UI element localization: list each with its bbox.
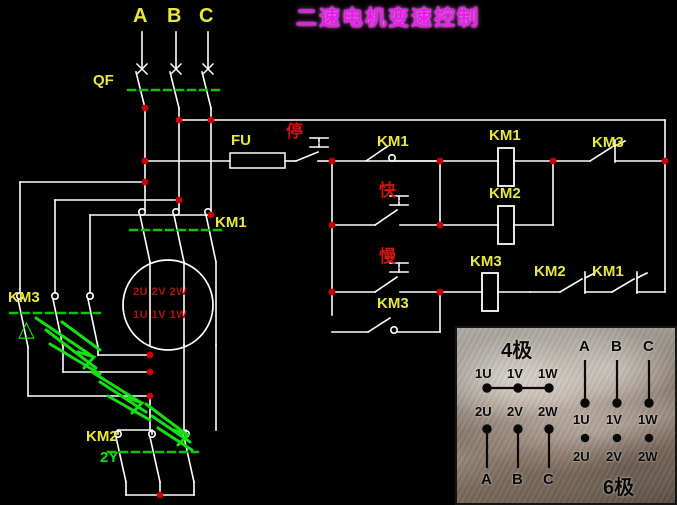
inset-left-1v: 1V bbox=[507, 366, 523, 381]
inset-left-2w: 2W bbox=[538, 404, 558, 419]
phase-label-a: A bbox=[133, 5, 148, 27]
coil-label-km3: KM3 bbox=[470, 253, 502, 270]
delta-symbol: △ bbox=[18, 316, 35, 341]
photo-highlight bbox=[457, 328, 675, 503]
phase-label-b: B bbox=[167, 5, 182, 27]
coil-label-km2: KM2 bbox=[489, 185, 521, 202]
inset-left-2u: 2U bbox=[475, 404, 492, 419]
page-title: 二速电机变速控制 bbox=[296, 7, 480, 30]
stop-button-label[interactable]: 停 bbox=[286, 122, 303, 141]
terminal-links bbox=[482, 360, 654, 468]
breaker-label-qf: QF bbox=[93, 72, 114, 89]
photo-texture bbox=[457, 328, 675, 503]
terminal-wiring-photo: 4极 6极 1U 1V 1W 2U 2V 2W A B C A B C 1U 1… bbox=[455, 326, 677, 505]
fuse-label-fu: FU bbox=[231, 132, 251, 149]
inset-left-1u: 1U bbox=[475, 366, 492, 381]
inset-right-1v: 1V bbox=[606, 412, 622, 427]
phase-label-c: C bbox=[199, 5, 214, 27]
inset-left-2v: 2V bbox=[507, 404, 523, 419]
junction-nodes bbox=[141, 104, 669, 499]
motor-terminals-bottom: 1U 1V 1W bbox=[133, 309, 188, 321]
annotation-arrows bbox=[34, 316, 194, 452]
inset-left-1w: 1W bbox=[538, 366, 558, 381]
contactor-label-km1-power: KM1 bbox=[215, 214, 247, 231]
nc-contact-label-km3: KM3 bbox=[592, 134, 624, 151]
inset-right-supply-c: C bbox=[643, 338, 654, 355]
coil-label-km1: KM1 bbox=[489, 127, 521, 144]
inset-right-2w: 2W bbox=[638, 449, 658, 464]
nc-contact-label-km2: KM2 bbox=[534, 263, 566, 280]
contactor-label-km2-power: KM2 bbox=[86, 428, 118, 445]
inset-left-supply-b: B bbox=[512, 471, 523, 488]
inset-left-supply-a: A bbox=[481, 471, 492, 488]
inset-right-1u: 1U bbox=[573, 412, 590, 427]
inset-right-supply-b: B bbox=[611, 338, 622, 355]
inset-right-2u: 2U bbox=[573, 449, 590, 464]
inset-right-supply-a: A bbox=[579, 338, 590, 355]
fast-button-label[interactable]: 快 bbox=[379, 181, 396, 200]
contact-label-km1-seal: KM1 bbox=[377, 133, 409, 150]
contactor-label-km3-power: KM3 bbox=[8, 289, 40, 306]
inset-right-2v: 2V bbox=[606, 449, 622, 464]
nc-contact-label-km1: KM1 bbox=[592, 263, 624, 280]
inset-right-1w: 1W bbox=[638, 412, 658, 427]
motor-terminals-top: 2U 2V 2W bbox=[133, 286, 188, 298]
star-symbol-2y: 2Y bbox=[100, 449, 119, 466]
inset-left-supply-c: C bbox=[543, 471, 554, 488]
inset-title-6pole: 6极 bbox=[603, 477, 635, 499]
slow-button-label[interactable]: 慢 bbox=[379, 247, 396, 266]
inset-title-4pole: 4极 bbox=[501, 340, 533, 362]
contact-label-km3-seal: KM3 bbox=[377, 295, 409, 312]
